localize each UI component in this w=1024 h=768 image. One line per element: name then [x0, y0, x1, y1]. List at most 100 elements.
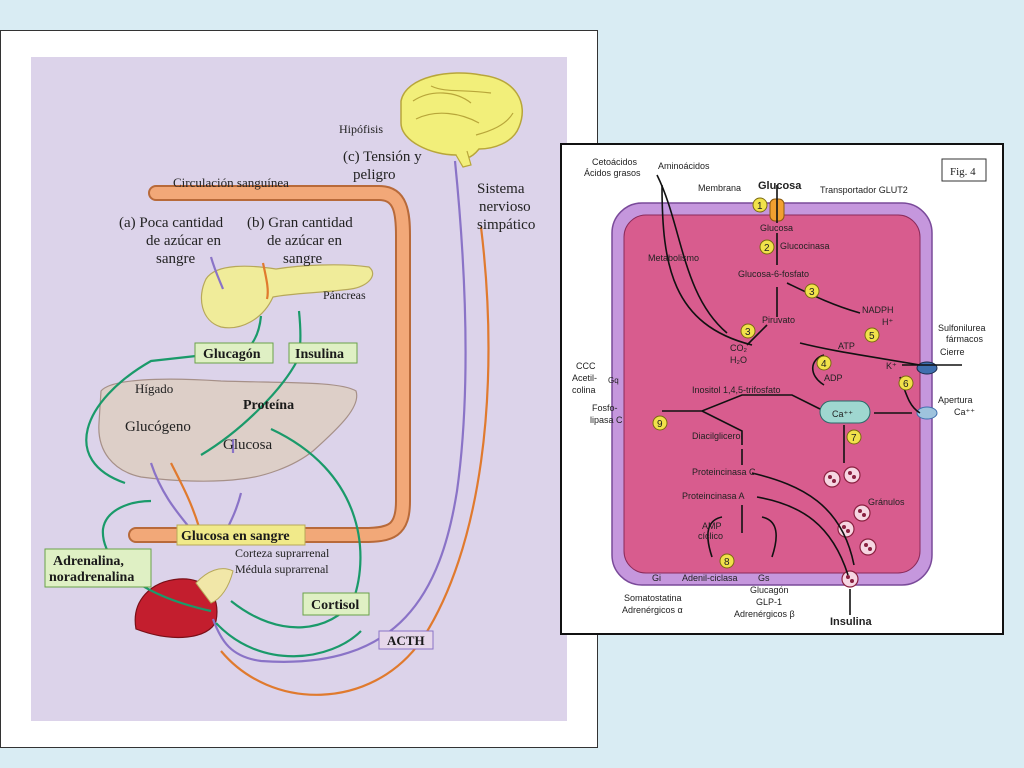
step-3a-marker	[804, 283, 820, 299]
step-2-label: 2	[764, 243, 770, 254]
somatostatina-label: Somatostatina	[624, 593, 682, 603]
glucagon-label: Glucagón	[203, 347, 261, 362]
granules	[823, 466, 877, 588]
nadph-label: NADPH	[862, 305, 894, 315]
metabolismo-label: Metabolismo	[648, 253, 699, 263]
piruvato-label: Piruvato	[762, 315, 795, 325]
fig-label: Fig. 4	[950, 166, 976, 178]
cortisol-box	[302, 592, 370, 616]
colina-label: colina	[572, 385, 596, 395]
low-sugar-label-3: sangre	[156, 251, 195, 267]
glucosa-ext-label: Glucosa	[758, 180, 802, 192]
sns-label-1: Sistema	[477, 181, 525, 197]
gi-label: Gi	[652, 573, 661, 583]
step-1-marker	[752, 197, 768, 213]
diacilglicerol-label: Diacilglicerol	[692, 431, 743, 441]
beta-cell-panel: Fig. 4	[560, 143, 1004, 635]
membrana-label: Membrana	[698, 183, 741, 193]
high-sugar-label-3: sangre	[283, 251, 322, 267]
step-8-label: 8	[724, 557, 730, 568]
step-2-marker	[759, 239, 775, 255]
hipofisis-label: Hipófisis	[339, 122, 383, 136]
step-9-label: 9	[657, 419, 663, 430]
co2-label: CO₂	[730, 343, 748, 353]
blood-glucose-label: Glucosa en sangre	[181, 529, 290, 544]
pka-label: Proteincinasa A	[682, 491, 745, 501]
ca-channel	[916, 406, 938, 420]
step-6-marker	[898, 375, 914, 391]
sulfonilurea-label-2: fármacos	[946, 334, 984, 344]
cetoacidos-label: Cetoácidos	[592, 157, 638, 167]
adp-label: ADP	[824, 373, 843, 383]
blood-vessel	[130, 187, 409, 541]
acidos-grasos-label: Ácidos grasos	[584, 168, 641, 178]
glucose-regulation-diagram: Hipófisis (c) Tensión y peligro Sistema …	[31, 57, 567, 721]
step-4-marker	[816, 355, 832, 371]
step-7-label: 7	[851, 433, 857, 444]
corteza-label: Corteza suprarrenal	[235, 546, 330, 560]
fig-label-box	[941, 158, 987, 182]
beta-cell-diagram: Fig. 4	[572, 157, 987, 628]
adrenergicos-b-label: Adrenérgicos β	[734, 609, 795, 619]
glucose-regulation-panel: Hipófisis (c) Tensión y peligro Sistema …	[0, 30, 598, 748]
adenil-ciclasa-label: Adenil-ciclasa	[682, 573, 738, 583]
step-5-marker	[864, 327, 880, 343]
sns-label-3: simpático	[477, 217, 535, 233]
aminoacidos-label: Aminoácidos	[658, 161, 710, 171]
proteina-label: Proteína	[243, 398, 294, 413]
fosfo-label: Fosfo-	[592, 403, 618, 413]
glp1-label: GLP-1	[756, 597, 782, 607]
stress-label-2: peligro	[353, 167, 396, 183]
low-sugar-label-2: de azúcar en	[146, 233, 221, 249]
cortisol-label: Cortisol	[311, 598, 359, 613]
adrenergicos-a-label: Adrenérgicos α	[622, 605, 683, 615]
atp-label: ATP	[838, 341, 855, 351]
medula-label: Médula suprarrenal	[235, 562, 329, 576]
cierre-label: Cierre	[940, 347, 965, 357]
glucosa-label: Glucosa	[223, 437, 272, 453]
high-sugar-label-2: de azúcar en	[267, 233, 342, 249]
amp-label-2: cíclico	[698, 531, 723, 541]
insulina-label: Insulina	[295, 347, 344, 362]
adrenalina-label-1: Adrenalina,	[53, 554, 124, 569]
h2o-label: H₂O	[730, 355, 747, 365]
blood-glucose-box	[176, 524, 306, 546]
step-markers: 1 2 3 3 4 5 6 7 8 9	[652, 197, 914, 569]
high-sugar-label-1: (b) Gran cantidad	[247, 215, 353, 231]
apertura-label: Apertura	[938, 395, 973, 405]
step-8-marker	[719, 553, 735, 569]
glut2-label: Transportador GLUT2	[820, 185, 908, 195]
step-3b-marker	[740, 323, 756, 339]
ca-label: Ca⁺⁺	[832, 409, 853, 419]
circulation-label: Circulación sanguínea	[173, 175, 289, 190]
amp-label-1: AMP	[702, 521, 722, 531]
liver-icon	[98, 378, 358, 482]
step-3a-label: 3	[809, 287, 815, 298]
h-plus-label: H⁺	[882, 317, 893, 327]
glucosa-int-label: Glucosa	[760, 223, 793, 233]
pancreas-label: Páncreas	[323, 288, 366, 302]
acth-box	[378, 630, 434, 650]
sns-label-2: nervioso	[479, 199, 531, 215]
step-1-label: 1	[757, 201, 763, 212]
gs-label: Gs	[758, 573, 770, 583]
higado-label: Hígado	[135, 381, 173, 396]
insulina-secretion-label: Insulina	[830, 616, 872, 628]
low-sugar-label-1: (a) Poca cantidad	[119, 215, 224, 231]
granule-dots	[828, 471, 872, 583]
granulos-label: Gránulos	[868, 497, 905, 507]
adrenalina-box	[44, 548, 152, 588]
adrenalina-label-2: noradrenalina	[49, 570, 134, 585]
ccc-label: CCC	[576, 361, 596, 371]
glucogeno-label: Glucógeno	[125, 419, 191, 435]
ca-ext-label: Ca⁺⁺	[954, 407, 975, 417]
step-7-marker	[846, 429, 862, 445]
g6p-label: Glucosa-6-fosfato	[738, 269, 809, 279]
lipasa-label: lipasa C	[590, 415, 623, 425]
brain-icon	[400, 72, 523, 168]
sulfonilurea-label-1: Sulfonilurea	[938, 323, 986, 333]
stress-label-1: (c) Tensión y	[343, 149, 422, 165]
orange-arrows	[170, 226, 490, 696]
adrenal-gland-icon	[195, 568, 234, 604]
purple-arrows	[149, 160, 467, 663]
